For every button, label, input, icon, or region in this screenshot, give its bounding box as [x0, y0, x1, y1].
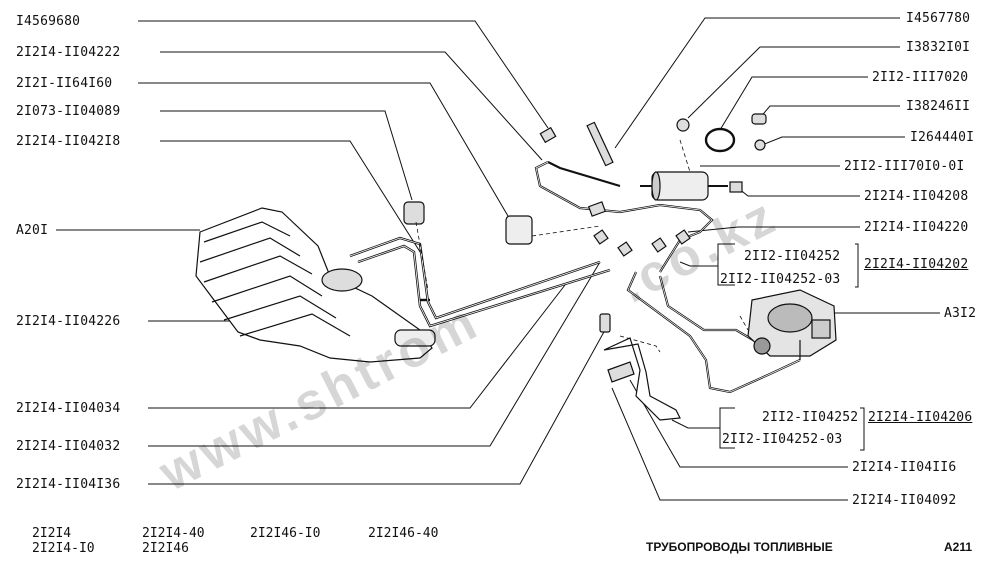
bracket-bottom-right	[860, 407, 865, 451]
part-label: 2I2I-II64I60	[16, 76, 113, 91]
leader-left-9	[148, 261, 601, 447]
part-label: A20I	[16, 223, 49, 238]
part-label: 2II2-II04252-03	[722, 432, 843, 447]
footer-model: 2I2I46-I0	[250, 526, 321, 541]
footer-model: 2I2I4	[32, 526, 72, 541]
part-label: 2I2I4-II04034	[16, 401, 121, 416]
part-label: 2I2I4-II04032	[16, 439, 121, 454]
part-label: 2II2-II04252	[762, 410, 859, 425]
part-label: I264440I	[910, 130, 975, 145]
holder-part	[505, 215, 533, 245]
nipple-part	[751, 113, 767, 125]
leader-right-1	[614, 17, 900, 149]
part-label: 2I2I4-II04202	[864, 257, 969, 272]
footer-model: 2I2I4-40	[142, 526, 205, 541]
washer-part	[754, 139, 766, 151]
coupling-2	[617, 241, 633, 257]
part-label: 2I2I4-II04226	[16, 314, 121, 329]
footer-model: 2I2I4-I0	[32, 541, 95, 556]
bolt-part	[586, 121, 614, 167]
leader-right-8	[687, 226, 860, 233]
fuel-filter	[640, 171, 728, 201]
part-label: 2I2I4-II04208	[864, 189, 969, 204]
leader-bracket-top	[717, 243, 735, 286]
part-label: 2I2I4-II04I36	[16, 477, 121, 492]
leader-right-4	[757, 105, 900, 121]
hose-clamp-part	[704, 127, 736, 153]
part-label: I4567780	[906, 11, 971, 26]
leader-left-5	[160, 140, 423, 256]
coupling-5	[587, 201, 607, 217]
part-label: 2I2I4-II04II6	[852, 460, 957, 475]
coupling-3	[651, 237, 667, 253]
part-label: 2I2I4-II04092	[852, 493, 957, 508]
leader-right-11	[611, 387, 848, 501]
leader-bracket-bottom-link	[671, 419, 720, 429]
part-label: I4569680	[16, 14, 81, 29]
part-label: 2II2-III7020	[872, 70, 969, 85]
grommet-part	[676, 118, 690, 132]
bracket-part	[403, 201, 425, 225]
part-label: 2I073-II04089	[16, 104, 121, 119]
leader-left-10	[148, 329, 606, 485]
part-label: 2I2I4-II042I8	[16, 134, 121, 149]
footer-model: 2I2I46	[142, 541, 189, 556]
leader-right-10	[629, 379, 848, 468]
part-label: 2I2I4-II04222	[16, 45, 121, 60]
part-label: I3832I0I	[906, 40, 971, 55]
part-label: 2II2-II04252-03	[720, 272, 841, 287]
part-label: 2I2I4-II04220	[864, 220, 969, 235]
bolt-lower-part	[599, 313, 611, 333]
part-label: 2II2-III70I0-0I	[844, 159, 965, 174]
carburetor	[747, 289, 837, 360]
fuel-tank	[195, 207, 436, 363]
part-label: I38246II	[906, 99, 971, 114]
part-label: A3I2	[944, 306, 977, 321]
coupling-1	[593, 229, 609, 245]
coupling-6	[729, 181, 743, 193]
coupling-4	[675, 229, 691, 245]
leader-left-3	[138, 82, 516, 229]
page-title: ТРУБОПРОВОДЫ ТОПЛИВНЫЕ	[646, 540, 833, 554]
leader-right-2	[687, 46, 900, 119]
clamp-part	[539, 126, 557, 144]
mounting-bracket	[603, 337, 681, 421]
leader-right-3	[719, 76, 868, 131]
leader-right-5	[761, 136, 905, 146]
part-label: 2II2-II04252	[744, 249, 841, 264]
leader-left-4	[160, 110, 413, 201]
leader-left-2	[160, 51, 543, 161]
footer-model: 2I2I46-40	[368, 526, 439, 541]
leader-left-1	[138, 20, 549, 129]
part-label: 2I2I4-II04206	[868, 410, 973, 425]
page-code: A211	[944, 540, 973, 554]
leader-left-8	[148, 284, 566, 409]
bracket-top-right	[855, 243, 859, 288]
leader-bracket-top-link	[679, 261, 718, 267]
